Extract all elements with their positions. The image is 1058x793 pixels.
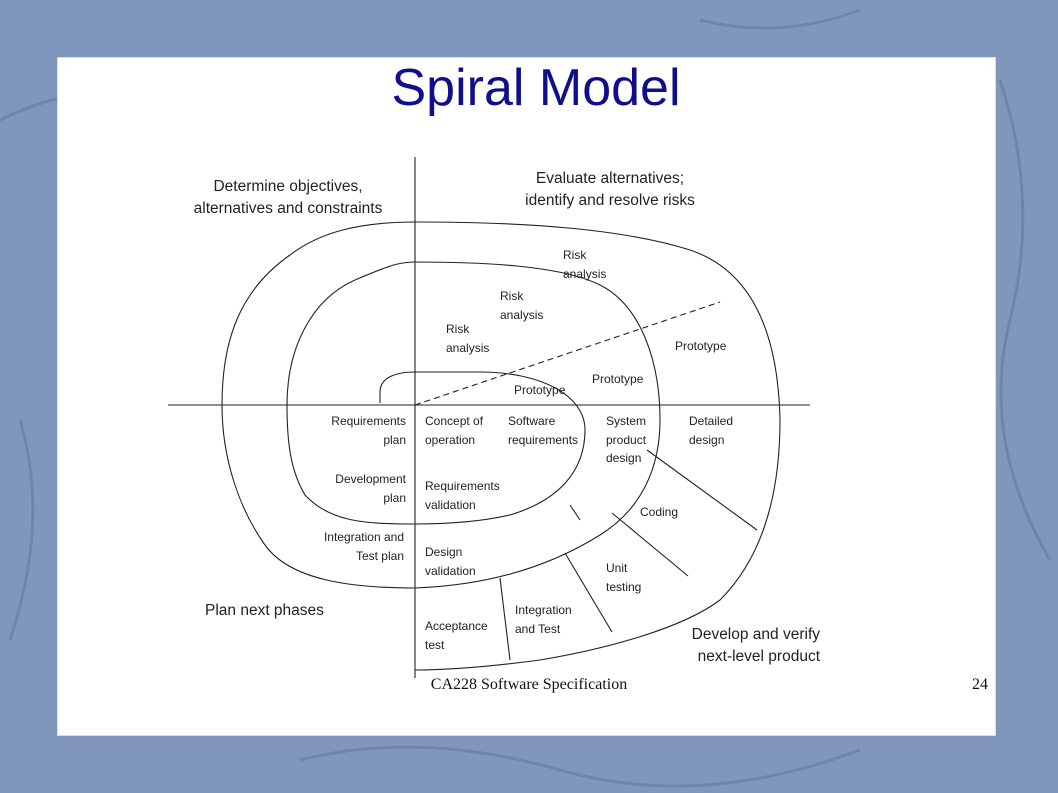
page-number: 24 <box>972 676 988 693</box>
risk-analysis-label-middle: Risk analysis <box>500 289 544 322</box>
unit-testing-label: Unit testing <box>606 561 642 594</box>
acceptance-test-label: Acceptance test <box>425 619 488 652</box>
integration-test-plan-label: Integration and Test plan <box>323 530 404 563</box>
risk-analysis-label-outer: Risk analysis <box>563 248 607 281</box>
prototype-label-inner: Prototype <box>514 383 566 397</box>
concept-of-operation-label: Concept of operation <box>425 414 484 447</box>
prototype-label-middle: Prototype <box>592 372 644 386</box>
prototype-dashed-line <box>414 301 721 406</box>
requirements-plan-label: Requirements plan <box>331 414 406 447</box>
design-validation-label: Design validation <box>425 545 476 578</box>
quadrant-top-right-label: Evaluate alternatives; identify and reso… <box>525 170 695 210</box>
tick-coding <box>646 449 758 531</box>
slide-title: Spiral Model <box>391 59 681 117</box>
tick-unit-testing <box>611 512 689 577</box>
system-product-design-label: System product design <box>606 414 647 466</box>
spiral-path <box>221 221 781 671</box>
development-plan-label: Development plan <box>335 472 406 505</box>
detailed-design-label: Detailed design <box>689 414 734 447</box>
quadrant-bottom-left-label: Plan next phases <box>205 602 324 619</box>
quadrant-bottom-right-label: Develop and verify next-level product <box>691 626 820 666</box>
tick-acceptance <box>499 577 511 661</box>
risk-analysis-label-inner: Risk analysis <box>446 322 490 355</box>
software-requirements-label: Software requirements <box>508 414 579 447</box>
coding-label: Coding <box>640 505 679 519</box>
prototype-label-outer: Prototype <box>675 339 727 353</box>
integration-and-test-label: Integration and Test <box>515 603 572 636</box>
quadrant-top-left-label: Determine objectives, alternatives and c… <box>193 178 383 218</box>
slide-panel <box>57 57 996 736</box>
requirements-validation-label: Requirements validation <box>425 479 500 512</box>
tick-integration <box>564 552 613 633</box>
footer-course-name: CA228 Software Specification <box>430 676 628 693</box>
tick-requirements-validation <box>569 504 581 521</box>
